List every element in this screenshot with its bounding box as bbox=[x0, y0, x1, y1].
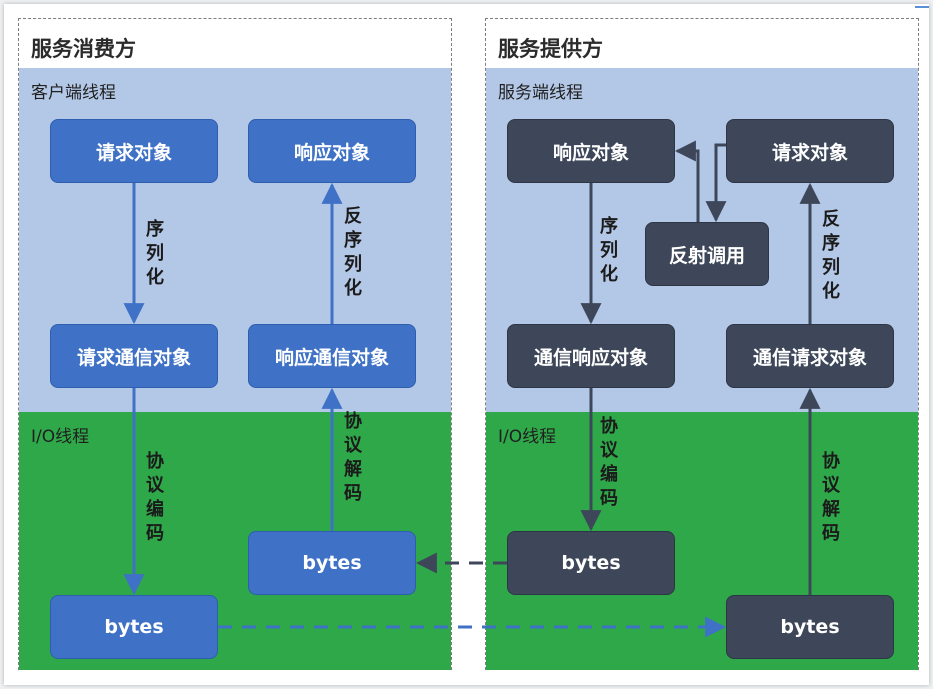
consumer-response-comm-object-node: 响应通信对象 bbox=[248, 324, 416, 388]
provider-protocol-decode-label: 协议解码 bbox=[822, 451, 840, 544]
consumer-protocol-decode-label: 协议解码 bbox=[344, 411, 362, 504]
consumer-request-comm-object-node: 请求通信对象 bbox=[50, 324, 218, 388]
consumer-client-thread-label: 客户端线程 bbox=[31, 83, 116, 103]
consumer-deserialize-label: 反序列化 bbox=[344, 206, 362, 299]
provider-reflect-call-node: 反射调用 bbox=[645, 222, 769, 286]
consumer-title: 服务消费方 bbox=[31, 37, 136, 61]
consumer-serialize-label: 序列化 bbox=[146, 219, 164, 288]
provider-bytes-in-node: bytes bbox=[726, 595, 894, 659]
provider-comm-response-object-node: 通信响应对象 bbox=[507, 324, 675, 388]
provider-response-object-node: 响应对象 bbox=[507, 119, 675, 183]
provider-deserialize-label: 反序列化 bbox=[822, 209, 840, 302]
provider-title: 服务提供方 bbox=[498, 37, 603, 61]
consumer-bytes-out-node: bytes bbox=[50, 595, 218, 659]
provider-comm-request-object-node: 通信请求对象 bbox=[726, 324, 894, 388]
consumer-protocol-encode-label: 协议编码 bbox=[146, 451, 164, 544]
provider-io-thread-label: I/O线程 bbox=[498, 427, 557, 447]
consumer-response-object-node: 响应对象 bbox=[248, 119, 416, 183]
consumer-request-object-node: 请求对象 bbox=[50, 119, 218, 183]
consumer-bytes-in-node: bytes bbox=[248, 531, 416, 595]
corner-mark bbox=[915, 0, 929, 8]
provider-server-thread-label: 服务端线程 bbox=[498, 83, 583, 103]
provider-request-object-node: 请求对象 bbox=[726, 119, 894, 183]
provider-protocol-encode-label: 协议编码 bbox=[600, 416, 618, 509]
provider-serialize-label: 序列化 bbox=[600, 216, 618, 285]
provider-bytes-out-node: bytes bbox=[507, 531, 675, 595]
consumer-io-thread-label: I/O线程 bbox=[31, 427, 90, 447]
